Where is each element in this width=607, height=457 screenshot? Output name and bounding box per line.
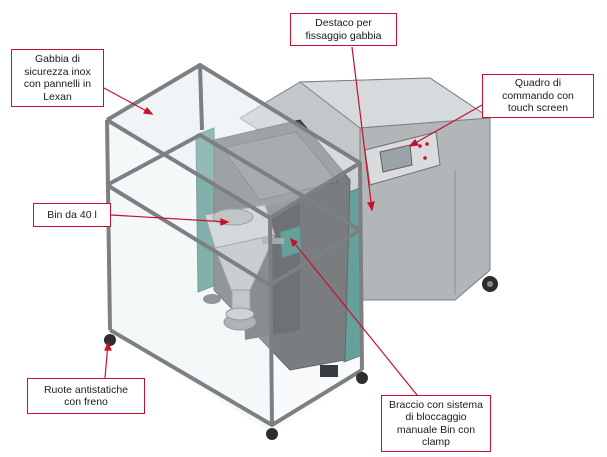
callout-cage: Gabbia di sicurezza inox con pannelli in… (11, 49, 104, 107)
leader-lines (103, 46, 483, 396)
callout-arm: Braccio con sistema di bloccaggio manual… (381, 395, 491, 452)
callout-control-panel: Quadro di commando con touch screen (482, 74, 594, 118)
cage-frame (105, 63, 364, 427)
callout-bin: Bin da 40 l (33, 203, 111, 227)
callout-clamp-top: Destaco per fissaggio gabbia (290, 13, 397, 46)
callout-wheels: Ruote antistatiche con freno (27, 378, 145, 414)
control-panel (364, 131, 441, 186)
caster-wheels (104, 334, 368, 440)
bin-assembly (203, 204, 276, 331)
